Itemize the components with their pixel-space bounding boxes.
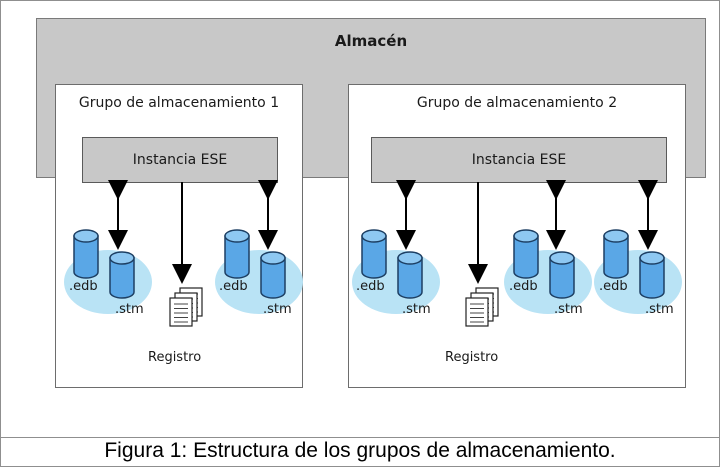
- edb-label-2b: .edb: [509, 279, 538, 294]
- stm-label-1b: .stm: [263, 302, 292, 317]
- db-pair-2b-stm-cylinder-top: [549, 251, 575, 265]
- figure-caption: Figura 1: Estructura de los grupos de al…: [0, 436, 720, 467]
- db-pair-2a-stm-cylinder-top: [397, 251, 423, 265]
- db-pair-2a-edb-cylinder-body: [361, 235, 387, 279]
- db-pair-2b-edb-cylinder-top: [513, 229, 539, 243]
- edb-label-2a: .edb: [356, 279, 385, 294]
- stm-label-2b: .stm: [554, 302, 583, 317]
- edb-label-1b: .edb: [219, 279, 248, 294]
- log-icon-2-page: [465, 297, 489, 327]
- store-title: Almacén: [334, 32, 408, 50]
- edb-label-2c: .edb: [599, 279, 628, 294]
- ese-instance-2: Instancia ESE: [371, 137, 667, 183]
- db-pair-2c-stm-cylinder-top: [639, 251, 665, 265]
- log-label-1: Registro: [148, 350, 202, 365]
- db-pair-2a-stm-cylinder-body: [397, 257, 423, 299]
- db-pair-2c-edb-cylinder-top: [603, 229, 629, 243]
- log-icon-1-page: [169, 297, 193, 327]
- storage-group-2-title: Grupo de almacenamiento 2: [416, 95, 618, 111]
- log-label-2: Registro: [445, 350, 499, 365]
- db-pair-1a-edb-cylinder-body: [73, 235, 99, 279]
- db-pair-1a-stm-cylinder-body: [109, 257, 135, 299]
- db-pair-1b-stm-cylinder-top: [260, 251, 286, 265]
- db-pair-2c-stm-cylinder-body: [639, 257, 665, 299]
- db-pair-2b-edb-cylinder-body: [513, 235, 539, 279]
- db-pair-1b-edb-cylinder-body: [224, 235, 250, 279]
- db-pair-2a-edb-cylinder-top: [361, 229, 387, 243]
- db-pair-1a-edb-cylinder-top: [73, 229, 99, 243]
- db-pair-1b-edb-cylinder-top: [224, 229, 250, 243]
- stm-label-1a: .stm: [115, 302, 144, 317]
- stm-label-2a: .stm: [402, 302, 431, 317]
- edb-label-1a: .edb: [69, 279, 98, 294]
- db-pair-1a-stm-cylinder-top: [109, 251, 135, 265]
- db-pair-2b-stm-cylinder-body: [549, 257, 575, 299]
- stm-label-2c: .stm: [645, 302, 674, 317]
- db-pair-2c-edb-cylinder-body: [603, 235, 629, 279]
- storage-group-1-title: Grupo de almacenamiento 1: [78, 95, 280, 111]
- db-pair-1b-stm-cylinder-body: [260, 257, 286, 299]
- ese-instance-1: Instancia ESE: [82, 137, 278, 183]
